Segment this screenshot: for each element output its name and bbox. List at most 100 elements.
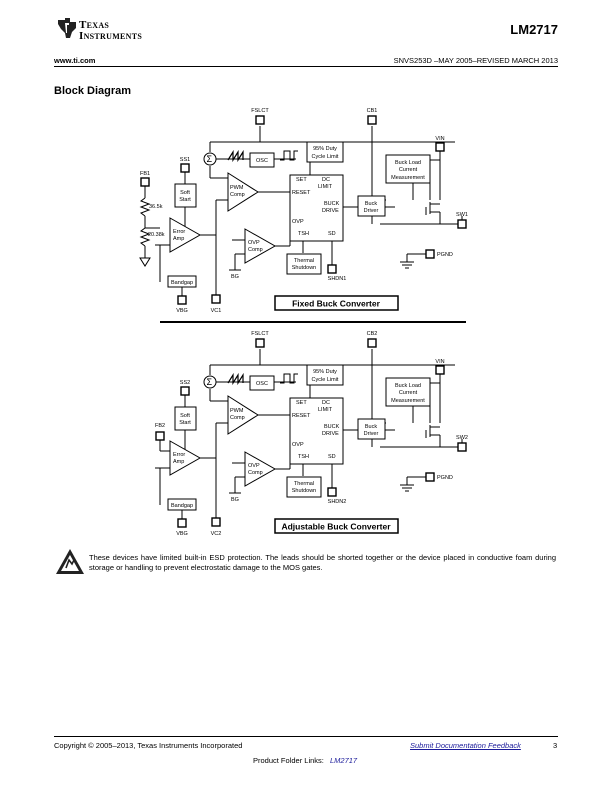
pin-fslct: FSLCT <box>251 108 269 114</box>
logic-buck-2: BUCK <box>324 424 340 430</box>
pin-vin-2: VIN <box>435 359 444 365</box>
part-number: LM2717 <box>510 22 558 37</box>
buck-label-2a: Buck <box>365 424 377 430</box>
therm-label-2b: Shutdown <box>292 488 316 494</box>
ovp-label-2: Comp <box>248 247 263 253</box>
pin-shdn2: SHDN2 <box>328 499 347 505</box>
bandgap-label: Bandgap <box>171 280 193 286</box>
ovp-label-2b: Comp <box>248 470 263 476</box>
buck-label-1: Buck <box>365 201 377 207</box>
company-name-line1: Texas <box>79 19 110 31</box>
ovp-label-1: OVP <box>248 240 260 246</box>
pin-vbg: VBG <box>176 308 188 314</box>
logic-set: SET <box>296 177 307 183</box>
ti-logo: Texas Instruments <box>56 16 152 44</box>
pin-fb1: FB1 <box>140 171 150 177</box>
caption-frame-fixed <box>274 295 399 311</box>
pin-bg: BG <box>231 274 239 280</box>
ti-logo-icon <box>58 18 76 38</box>
product-folder-label: Product Folder Links: <box>253 756 324 765</box>
soft-label-1: Soft <box>180 190 190 196</box>
therm-label-2a: Thermal <box>294 481 314 487</box>
logic-set-2: SET <box>296 400 307 406</box>
caption-adjustable: Adjustable Buck Converter <box>281 522 391 532</box>
caption-fixed: Fixed Buck Converter <box>292 299 381 309</box>
pin-pgnd-2: PGND <box>437 475 453 481</box>
pin-vbg-2: VBG <box>176 531 188 537</box>
err-label-2a: Error <box>173 452 185 458</box>
meas-label-2b: Current <box>399 390 418 396</box>
duty-label-1: 95% Duty <box>313 146 337 152</box>
section-title: Block Diagram <box>54 85 132 97</box>
buck-label-2: Driver <box>364 208 379 214</box>
duty-label-2: Cycle Limit <box>312 154 339 160</box>
therm-label-1: Thermal <box>294 258 314 264</box>
submit-feedback-link[interactable]: Submit Documentation Feedback <box>410 741 521 750</box>
logic-sd-2: SD <box>328 454 336 460</box>
block-diagram-fixed: Σ Fixed Buck Converter FSLCT CB1 SS1 FB1… <box>139 108 468 314</box>
bandgap-label-2: Bandgap <box>171 503 193 509</box>
duty-label-2a: 95% Duty <box>313 369 337 375</box>
logic-dc: DC <box>322 177 330 183</box>
logic-buck: BUCK <box>324 201 340 207</box>
company-name-line2: Instruments <box>79 30 143 42</box>
pin-sw1: SW1 <box>456 212 468 218</box>
logic-ovp-2: OVP <box>292 442 304 448</box>
doc-revision: SNVS253D –MAY 2005–REVISED MARCH 2013 <box>393 56 558 65</box>
logic-tsh-2: TSH <box>298 454 309 460</box>
page-number: 3 <box>553 741 558 750</box>
osc-label-2: OSC <box>256 381 268 387</box>
caption-frame-adjustable <box>274 518 399 534</box>
meas-label-2: Current <box>399 167 418 173</box>
logic-drive-2: DRIVE <box>322 431 339 437</box>
meas-label-3: Measurement <box>391 175 425 181</box>
logic-limit-2: LIMIT <box>318 407 333 413</box>
pin-vc1: VC1 <box>211 308 222 314</box>
pin-ss1: SS1 <box>180 157 190 163</box>
logic-dc-2: DC <box>322 400 330 406</box>
diagram-divider <box>160 321 466 323</box>
pin-sw2: SW2 <box>456 435 468 441</box>
osc-label: OSC <box>256 158 268 164</box>
pin-bg-2: BG <box>231 497 239 503</box>
soft-label-2: Start <box>179 197 191 203</box>
svg-text:Σ: Σ <box>207 154 213 164</box>
pin-ss2: SS2 <box>180 380 190 386</box>
pin-cb1: CB1 <box>367 108 378 114</box>
pin-shdn1: SHDN1 <box>328 276 347 282</box>
pwm-label-2: Comp <box>230 192 245 198</box>
svg-text:Σ: Σ <box>207 377 213 387</box>
copyright: Copyright © 2005–2013, Texas Instruments… <box>54 741 243 750</box>
esd-note: These devices have limited built-in ESD … <box>89 553 556 572</box>
err-label-2: Amp <box>173 236 184 242</box>
logic-reset: RESET <box>292 190 311 196</box>
buck-label-2b: Driver <box>364 431 379 437</box>
meas-label-1: Buck Load <box>395 160 421 166</box>
logic-sd: SD <box>328 231 336 237</box>
therm-label-2: Shutdown <box>292 265 316 271</box>
logic-reset-2: RESET <box>292 413 311 419</box>
meas-label-2a: Buck Load <box>395 383 421 389</box>
footer-rule <box>54 736 558 737</box>
ovp-label-2a: OVP <box>248 463 260 469</box>
product-folder-link[interactable]: LM2717 <box>330 756 358 765</box>
logic-ovp: OVP <box>292 219 304 225</box>
logic-drive: DRIVE <box>322 208 339 214</box>
err-label-2b: Amp <box>173 459 184 465</box>
esd-warning-icon <box>56 549 84 574</box>
website-link[interactable]: www.ti.com <box>54 56 96 65</box>
err-label-1: Error <box>173 229 185 235</box>
pin-cb2: CB2 <box>367 331 378 337</box>
resistor-r1-label: 36.5k <box>149 204 163 210</box>
pin-pgnd: PGND <box>437 252 453 258</box>
pwm-label-1: PWM <box>230 185 244 191</box>
resistor-r2-label: 20.38k <box>148 232 165 238</box>
meas-label-2c: Measurement <box>391 398 425 404</box>
block-diagram-adjustable: Σ Adjustable Buck Converter FSLCT CB2 SS… <box>155 331 468 537</box>
pin-fslct-2: FSLCT <box>251 331 269 337</box>
header-rule <box>54 66 558 67</box>
soft-label-2b: Start <box>179 420 191 426</box>
pin-fb2: FB2 <box>155 423 165 429</box>
duty-label-2b: Cycle Limit <box>312 377 339 383</box>
pin-vc2: VC2 <box>211 531 222 537</box>
